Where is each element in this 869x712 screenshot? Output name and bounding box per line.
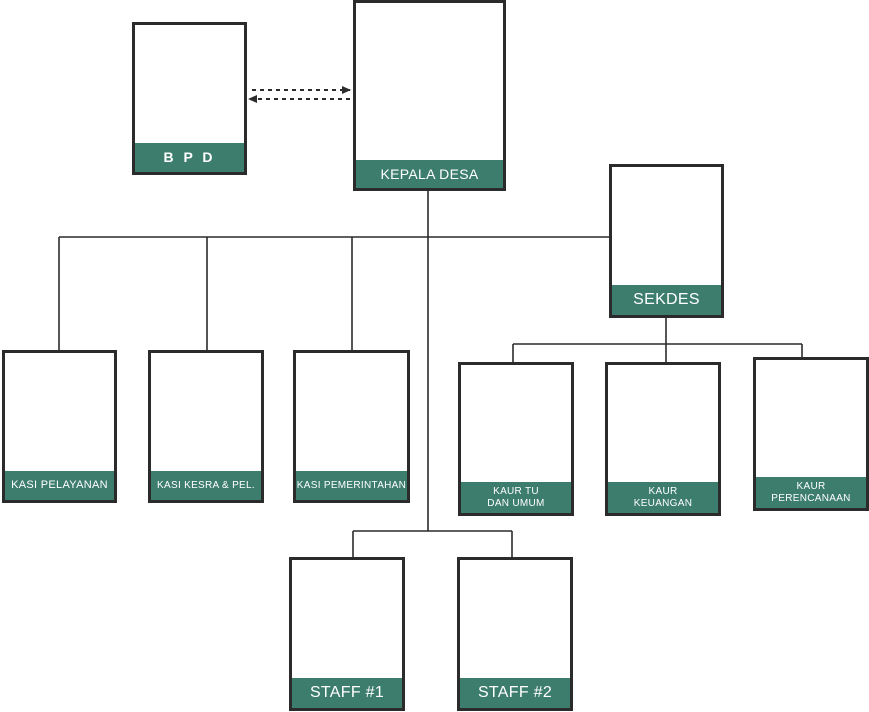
kaur-keuangan-label: KAUR KEUANGAN [608, 482, 718, 513]
kaur-tu-label: KAUR TU DAN UMUM [461, 482, 571, 513]
kaur-keuangan-box: KAUR KEUANGAN [605, 362, 721, 516]
kaur-perencanaan-box: KAUR PERENCANAAN [753, 357, 869, 511]
staff2-label: STAFF #2 [460, 678, 570, 708]
kepala-desa-box: KEPALA DESA [353, 0, 506, 191]
staff1-label: STAFF #1 [292, 678, 402, 708]
kaur-tu-box: KAUR TU DAN UMUM [458, 362, 574, 516]
kasi-pelayanan-box: KASI PELAYANAN [2, 350, 117, 503]
bpd-label: B P D [135, 143, 244, 172]
kasi-pemerintahan-label: KASI PEMERINTAHAN [296, 471, 407, 500]
kasi-kesra-label: KASI KESRA & PEL. [151, 471, 261, 500]
staff1-box: STAFF #1 [289, 557, 405, 711]
bpd-box: B P D [132, 22, 247, 175]
kaur-perencanaan-label: KAUR PERENCANAAN [756, 477, 866, 508]
kasi-pemerintahan-box: KASI PEMERINTAHAN [293, 350, 410, 503]
sekdes-label: SEKDES [612, 285, 721, 315]
staff2-box: STAFF #2 [457, 557, 573, 711]
kepala-desa-label: KEPALA DESA [356, 160, 503, 188]
kasi-pelayanan-label: KASI PELAYANAN [5, 471, 114, 500]
kasi-kesra-box: KASI KESRA & PEL. [148, 350, 264, 503]
sekdes-box: SEKDES [609, 164, 724, 318]
